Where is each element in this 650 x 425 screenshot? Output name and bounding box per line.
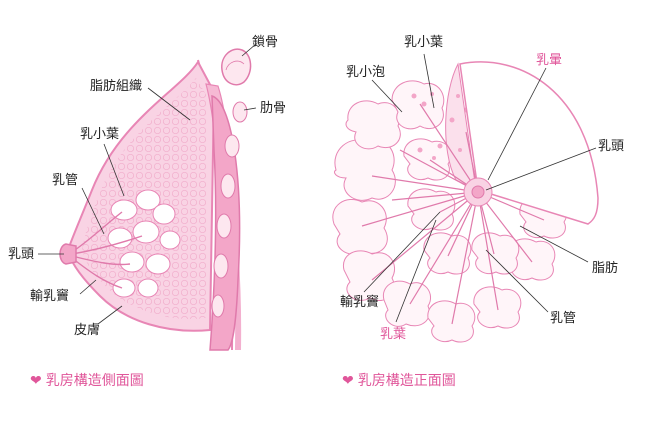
- skin-quadrant: [459, 61, 599, 225]
- side-view-leaders: [38, 43, 257, 325]
- label-sinus-front: 輸乳竇: [340, 295, 380, 310]
- label-fat-front: 脂肪: [592, 261, 619, 276]
- nipple-side: [59, 243, 77, 265]
- front-view-leaders: [363, 53, 597, 323]
- label-areola: 乳暈: [536, 53, 563, 68]
- caption-front-view: ❤乳房構造正面圖: [342, 374, 456, 388]
- label-sinus-side: 輸乳竇: [30, 289, 70, 304]
- caption-front-text: 乳房構造正面圖: [357, 373, 456, 389]
- label-lobule-side: 乳小葉: [80, 127, 120, 142]
- nipple-front: [471, 185, 485, 199]
- label-nipple-side: 乳頭: [8, 247, 35, 262]
- label-lobe: 乳葉: [380, 327, 407, 342]
- caption-side-view: ❤乳房構造側面圖: [30, 374, 144, 388]
- clavicle-shape: [221, 48, 252, 86]
- front-view-illustration: [332, 61, 599, 343]
- caption-side-text: 乳房構造側面圖: [45, 373, 144, 389]
- label-lobule-front: 乳小葉: [404, 35, 444, 50]
- side-view-illustration: [59, 48, 252, 351]
- label-duct-side: 乳管: [52, 173, 79, 188]
- label-duct-front: 乳管: [550, 311, 577, 326]
- label-clavicle: 鎖骨: [252, 35, 279, 50]
- label-fat-tissue: 脂肪組織: [90, 79, 143, 94]
- heart-icon: ❤: [342, 373, 354, 389]
- label-rib: 肋骨: [260, 101, 287, 116]
- label-skin: 皮膚: [74, 323, 101, 338]
- label-alveolus: 乳小泡: [346, 65, 386, 80]
- label-nipple-front: 乳頭: [598, 139, 625, 154]
- heart-icon: ❤: [30, 373, 42, 389]
